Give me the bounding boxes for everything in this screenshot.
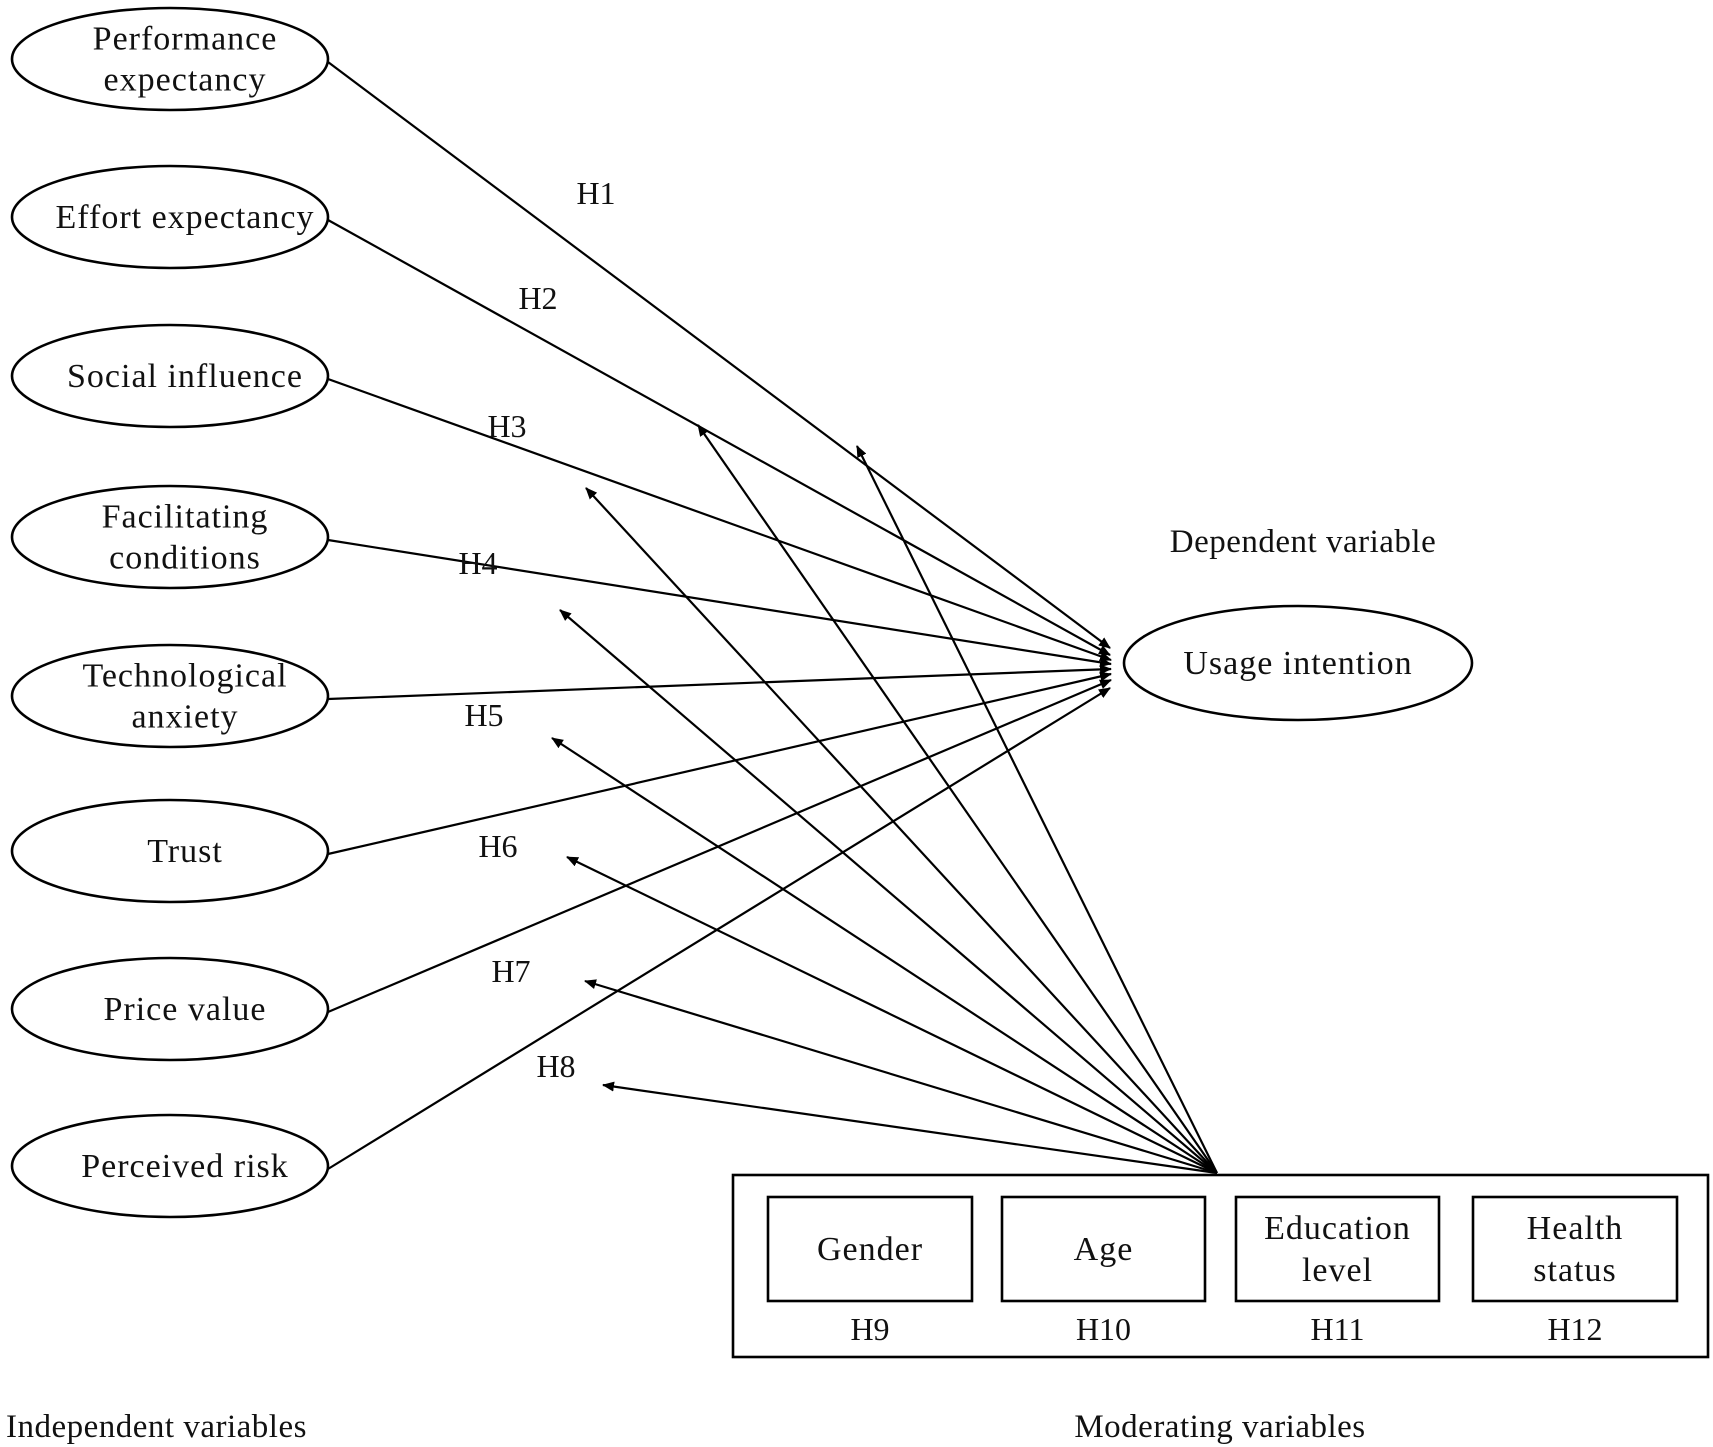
moderator-label-age-line: Age (1074, 1231, 1134, 1268)
independent-variables-caption: Independent variables (6, 1409, 307, 1445)
iv-label-price-value-line: Price value (104, 991, 267, 1028)
hypothesis-label-h5: H5 (464, 697, 503, 733)
moderator-label-health-status-line: Health (1527, 1210, 1624, 1247)
iv-node-facilitating-conditions (10, 484, 330, 590)
moderator-box-age (1000, 1195, 1207, 1303)
iv-label-performance-expectancy-line: Performance (93, 21, 278, 58)
dv-node-usage-intention (1122, 604, 1474, 722)
moderator-label-education-level: Education level (1264, 1210, 1411, 1289)
iv-node-technological-anxiety (10, 643, 330, 749)
hypothesis-label-h6: H6 (478, 828, 517, 864)
iv-label-facilitating-conditions-line: Facilitating (102, 499, 269, 536)
iv-label-effort-expectancy-line: Effort expectancy (56, 199, 315, 236)
iv-label-trust: Trust (147, 833, 223, 870)
moderation-arrow-trust (566, 856, 1218, 1174)
hypothesis-label-h11: H11 (1311, 1311, 1365, 1347)
iv-label-social-influence-line: Social influence (67, 358, 303, 395)
moderator-label-age: Age (1074, 1231, 1134, 1268)
iv-node-effort-expectancy (10, 164, 330, 270)
edge-trust-to-usage-intention (327, 671, 1112, 856)
moderation-arrow-perceived-risk (602, 1081, 1218, 1175)
edges-layer (327, 61, 1218, 1175)
edge-effort-expectancy-to-usage-intention (327, 219, 1111, 656)
moderator-label-health-status: Health status (1527, 1210, 1624, 1289)
iv-node-social-influence (10, 323, 330, 429)
iv-node-trust (10, 798, 330, 904)
hypothesis-label-h4: H4 (458, 545, 497, 581)
moderation-arrow-technological-anxiety (551, 737, 1218, 1174)
moderation-arrow-performance-expectancy (856, 445, 1218, 1174)
moderator-label-gender: Gender (817, 1231, 923, 1268)
iv-label-performance-expectancy: Performance expectancy (93, 21, 278, 99)
hypothesis-label-h7: H7 (491, 953, 530, 989)
iv-label-perceived-risk-line: Perceived risk (81, 1148, 289, 1185)
edge-social-influence-to-usage-intention (327, 377, 1112, 662)
iv-label-facilitating-conditions-line: conditions (109, 540, 261, 577)
moderating-variables-caption: Moderating variables (1074, 1409, 1365, 1445)
moderator-box-education-level (1234, 1195, 1441, 1303)
moderator-label-education-level-line: Education (1264, 1210, 1411, 1247)
iv-node-perceived-risk (10, 1113, 330, 1219)
hypothesis-label-h12: H12 (1547, 1311, 1602, 1347)
dv-label: Usage intention (1183, 645, 1412, 682)
moderator-box-gender (766, 1195, 974, 1303)
edge-performance-expectancy-to-usage-intention (327, 61, 1111, 649)
moderator-label-gender-line: Gender (817, 1231, 923, 1268)
edge-perceived-risk-to-usage-intention (327, 687, 1111, 1170)
nodes-layer (10, 6, 1710, 1359)
iv-label-technological-anxiety: Technological anxiety (82, 658, 287, 736)
iv-node-performance-expectancy (10, 6, 330, 112)
iv-label-price-value: Price value (104, 991, 267, 1028)
edge-technological-anxiety-to-usage-intention (327, 664, 1112, 701)
hypothesis-label-h3: H3 (487, 408, 526, 444)
hypothesis-label-h2: H2 (518, 280, 557, 316)
iv-label-performance-expectancy-line: expectancy (104, 62, 267, 99)
dependent-variable-heading: Dependent variable (1170, 524, 1436, 560)
iv-label-social-influence: Social influence (67, 358, 303, 395)
hypothesis-label-h10: H10 (1076, 1311, 1131, 1347)
iv-label-technological-anxiety-line: Technological (82, 658, 287, 695)
iv-label-technological-anxiety-line: anxiety (131, 699, 238, 736)
hypothesis-label-h9: H9 (850, 1311, 889, 1347)
moderator-box-health-status (1471, 1195, 1679, 1303)
iv-label-trust-line: Trust (147, 833, 223, 870)
edge-price-value-to-usage-intention (327, 678, 1112, 1014)
edge-facilitating-conditions-to-usage-intention (327, 538, 1112, 668)
hypothesis-label-h8: H8 (536, 1048, 575, 1084)
moderation-arrow-facilitating-conditions (559, 609, 1218, 1174)
iv-label-effort-expectancy: Effort expectancy (56, 199, 315, 236)
moderation-arrow-price-value (584, 979, 1218, 1175)
hypothesis-label-h1: H1 (576, 175, 615, 211)
moderation-arrow-social-influence (585, 487, 1218, 1174)
moderator-label-health-status-line: status (1533, 1252, 1616, 1289)
moderator-label-education-level-line: level (1302, 1252, 1373, 1289)
iv-label-facilitating-conditions: Facilitating conditions (102, 499, 269, 577)
iv-node-price-value (10, 956, 330, 1062)
iv-label-perceived-risk: Perceived risk (81, 1148, 289, 1185)
moderation-arrow-effort-expectancy (697, 424, 1218, 1174)
